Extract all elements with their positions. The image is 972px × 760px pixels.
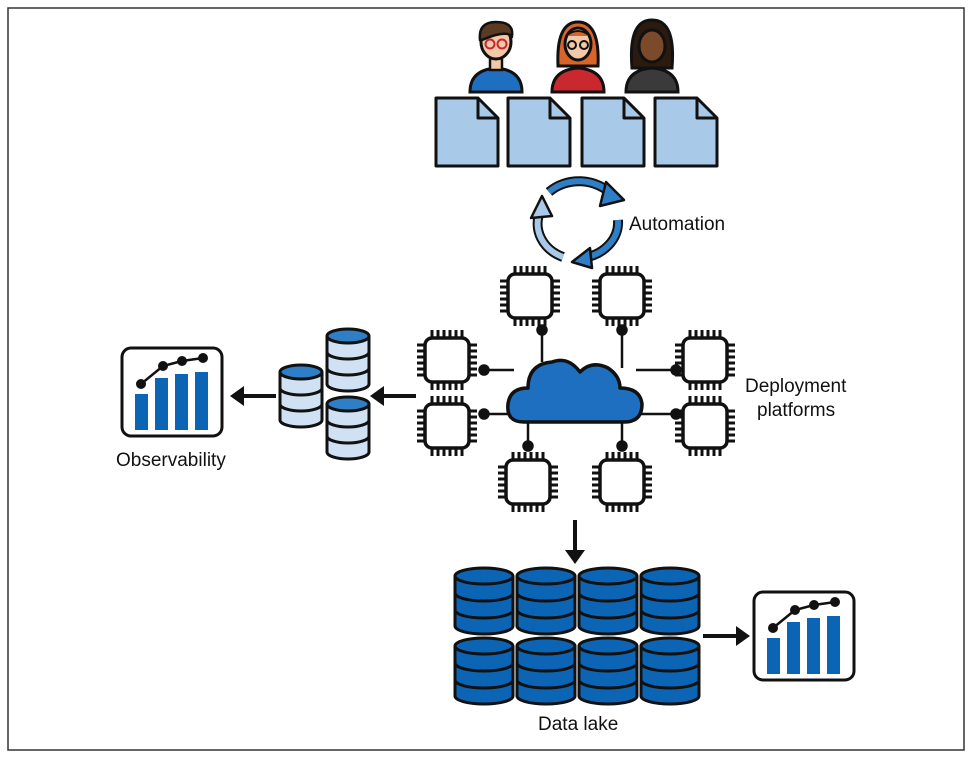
document-icon — [434, 96, 500, 168]
database-icon — [639, 566, 701, 636]
database-icon — [325, 395, 371, 461]
database-icon — [577, 566, 639, 636]
document-icon — [580, 96, 646, 168]
database-icon — [453, 636, 515, 706]
woman-red-hair-icon — [550, 20, 606, 94]
dashboard-chart-icon — [120, 346, 224, 438]
frame-border — [7, 7, 965, 751]
chip-icon — [415, 394, 479, 458]
arrow-left-icon — [370, 386, 416, 406]
data-lake-label: Data lake — [538, 714, 618, 735]
chip-icon — [498, 264, 562, 328]
chip-icon — [590, 450, 654, 514]
database-icon — [278, 363, 324, 429]
chip-icon — [590, 264, 654, 328]
chip-icon — [496, 450, 560, 514]
arrow-down-icon — [565, 520, 585, 564]
man-with-glasses-icon — [468, 20, 524, 94]
arrow-left-icon — [230, 386, 276, 406]
database-icon — [515, 566, 577, 636]
refresh-cycle-icon — [529, 176, 626, 270]
chip-icon — [415, 328, 479, 392]
database-icon — [639, 636, 701, 706]
chip-icon — [673, 394, 737, 458]
deployment-label-line2: platforms — [757, 400, 835, 421]
data-lake-databases — [453, 566, 701, 706]
deployment-label-line1: Deployment — [745, 376, 847, 397]
automation-label: Automation — [629, 214, 725, 235]
arrow-right-icon — [703, 626, 750, 646]
document-icon — [506, 96, 572, 168]
woman-dark-hair-icon — [624, 18, 680, 94]
database-icon — [577, 636, 639, 706]
document-icon — [653, 96, 719, 168]
database-icon — [515, 636, 577, 706]
dashboard-chart-icon — [752, 590, 856, 682]
database-icon — [453, 566, 515, 636]
database-icon — [325, 327, 371, 393]
cloud-icon — [506, 358, 644, 424]
observability-label: Observability — [116, 450, 226, 471]
chip-icon — [673, 328, 737, 392]
